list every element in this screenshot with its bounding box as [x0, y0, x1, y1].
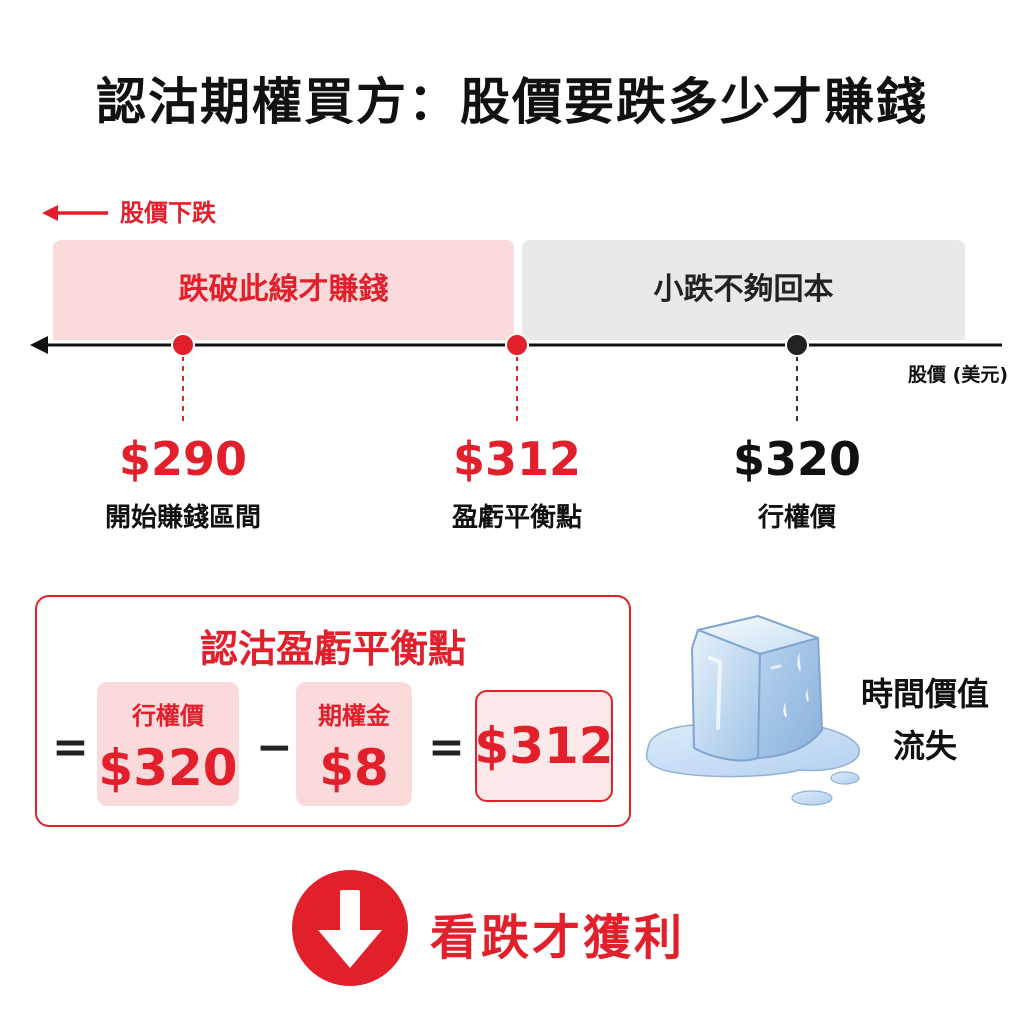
strike-value: $320 — [98, 739, 238, 797]
profit-zone-label: 跌破此線才賺錢 — [178, 272, 389, 307]
left-arrow-icon — [42, 205, 108, 221]
ice-caption-line1: 時間價值 — [860, 675, 989, 713]
strike-term: 行權價 $320 — [97, 682, 239, 806]
strike-label: 行權價 — [132, 702, 204, 730]
axis-arrow-head — [30, 336, 48, 354]
premium-value: $8 — [319, 739, 389, 797]
result-value: $312 — [474, 717, 614, 775]
point-320-marker — [785, 333, 809, 357]
premium-label: 期權金 — [318, 702, 390, 730]
point-290-caption: 開始賺錢區間 — [104, 503, 261, 533]
equals-sign-result: = — [428, 722, 465, 773]
point-312-caption: 盈虧平衡點 — [451, 503, 582, 533]
direction-label: 股價下跌 — [120, 199, 216, 227]
point-290-value: $290 — [118, 432, 248, 486]
loss-zone: 小跌不夠回本 — [522, 240, 965, 340]
point-320-caption: 行權價 — [757, 503, 836, 533]
result-box: $312 — [474, 690, 614, 802]
ice-caption: 時間價值 流失 — [840, 668, 1010, 772]
point-312-value: $312 — [452, 432, 582, 486]
point-290-marker — [171, 333, 195, 357]
minus-sign: − — [256, 722, 293, 773]
equals-sign: = — [52, 722, 89, 773]
page-title: 認沽期權買方：股價要跌多少才賺錢 — [96, 73, 928, 131]
price-axis — [30, 333, 1002, 425]
axis-label: 股價 (美元) — [908, 364, 1008, 386]
point-312-marker — [505, 333, 529, 357]
profit-zone: 跌破此線才賺錢 — [53, 240, 514, 340]
bottom-takeaway: 看跌才獲利 — [430, 910, 686, 966]
premium-term: 期權金 $8 — [296, 682, 412, 806]
point-320-value: $320 — [732, 432, 862, 486]
melting-ice-cube-icon — [645, 615, 861, 806]
loss-zone-label: 小跌不夠回本 — [653, 272, 834, 307]
ice-caption-line2: 流失 — [892, 727, 957, 765]
formula-title: 認沽盈虧平衡點 — [199, 627, 466, 671]
down-arrow-circle-icon — [292, 870, 408, 986]
